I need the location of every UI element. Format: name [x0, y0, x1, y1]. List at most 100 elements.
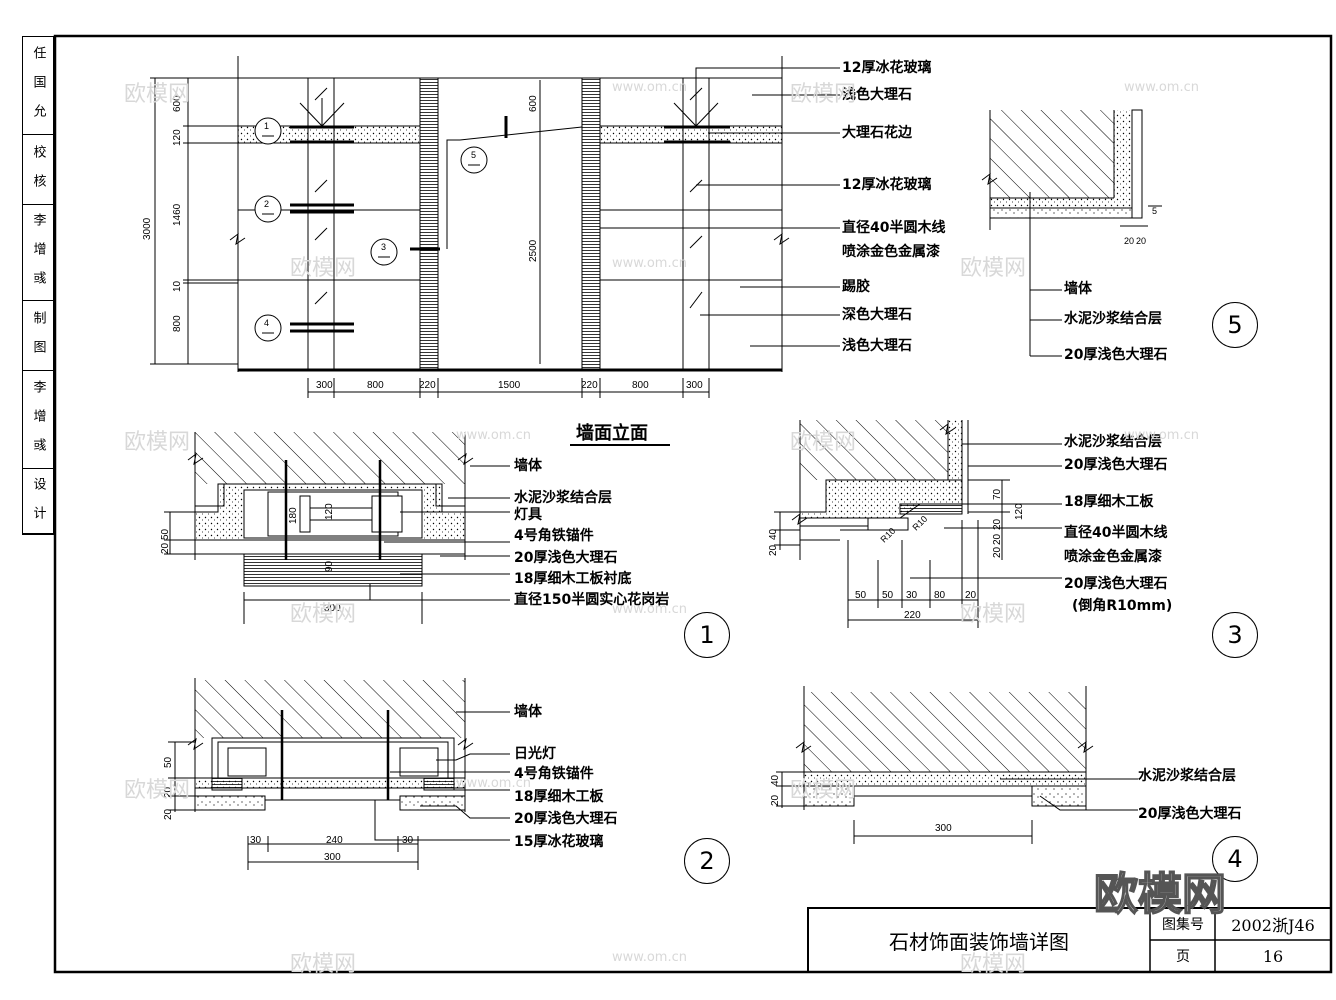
elev-label-3: 12厚冰花玻璃: [842, 177, 932, 193]
dim-bottom-6: 300: [686, 380, 703, 391]
d3-dim-right-2: 20: [992, 518, 1003, 530]
d3-dim-left-0: 40: [768, 528, 779, 540]
watermark-url: www.om.cn: [1124, 428, 1199, 443]
watermark-logo: 欧模网: [960, 256, 1027, 281]
d1-label-0: 墙体: [514, 458, 542, 474]
d1-dim-inner-1: 120: [324, 503, 335, 520]
d1-dim-inner-2: 90: [324, 560, 335, 572]
d5-label-0: 墙体: [1064, 281, 1092, 297]
d1-label-4: 20厚浅色大理石: [514, 550, 618, 566]
sign-cell-drawer: 李 增 彧: [22, 204, 54, 301]
callout-2: 2: [264, 199, 270, 209]
detail-1: [164, 432, 510, 624]
drawing-title: 石材饰面装饰墙详图: [889, 929, 1069, 954]
title-block-lines: [807, 907, 1332, 973]
d3-label-2: 18厚细木工板: [1064, 494, 1154, 510]
d1-dim-bottom: 300: [324, 603, 341, 614]
d3-label-3: 直径40半圆木线: [1064, 525, 1168, 541]
d2-label-2: 4号角铁锚件: [514, 766, 594, 782]
watermark-url: www.om.cn: [456, 428, 531, 443]
d3-label-0: 水泥沙浆结合层: [1064, 434, 1162, 450]
d1-dim-left-0: 50: [160, 528, 171, 540]
watermark-url: www.om.cn: [612, 256, 687, 271]
d1-dim-inner-0: 180: [288, 507, 299, 524]
dim-height-2: 1460: [172, 203, 183, 226]
dim-bottom-1: 800: [367, 380, 384, 391]
elev-label-8: 浅色大理石: [842, 338, 912, 354]
callout-5: 5: [471, 150, 477, 160]
detail-3: [774, 420, 1062, 628]
d3-label-5: 20厚浅色大理石: [1064, 576, 1168, 592]
d2-label-1: 日光灯: [514, 746, 556, 762]
sheet-border: [53, 34, 1333, 974]
dim-height-1: 120: [172, 129, 183, 146]
atlas-number: 2002浙J46: [1231, 916, 1315, 935]
d5-label-1: 水泥沙浆结合层: [1064, 311, 1162, 327]
elev-label-1: 浅色大理石: [842, 87, 912, 103]
dim-middle-top: 600: [528, 95, 539, 112]
watermark-logo-large: 欧模网: [1093, 868, 1227, 921]
elev-label-4: 直径40半圆木线: [842, 220, 946, 236]
callout-4: 4: [264, 318, 270, 328]
watermark-url: www.om.cn: [612, 950, 687, 965]
d4-dim-bottom: 300: [935, 823, 952, 834]
detail-1-number: 1: [684, 612, 730, 658]
d5-dim-0: 20: [1124, 236, 1135, 246]
callout-1: 1: [264, 121, 270, 131]
elev-label-7: 深色大理石: [842, 307, 912, 323]
atlas-label: 图集号: [1162, 917, 1204, 933]
detail-3-number: 3: [1212, 612, 1258, 658]
watermark-logo: 欧模网: [960, 602, 1027, 627]
elev-label-2: 大理石花边: [842, 125, 912, 141]
d3-label-1: 20厚浅色大理石: [1064, 457, 1168, 473]
elev-label-5: 喷涂金色金属漆: [842, 244, 940, 260]
d2-label-5: 15厚冰花玻璃: [514, 834, 604, 850]
detail-5-number: 5: [1212, 302, 1258, 348]
d3-dim-bottom-0: 50: [855, 590, 867, 601]
d2-dim-bottom-0: 30: [250, 835, 262, 846]
d2-dim-left-0: 50: [163, 756, 174, 768]
d3-dim-left-1: 20: [768, 544, 779, 556]
dim-middle-height: 2500: [528, 239, 539, 262]
dim-total-height: 3000: [142, 217, 153, 240]
detail-5: [981, 109, 1162, 357]
watermark-logo: 欧模网: [960, 952, 1027, 977]
watermark-logo: 欧模网: [290, 602, 357, 627]
d3-dim-bottom-3: 80: [934, 590, 946, 601]
d2-dim-bottom-2: 30: [402, 835, 414, 846]
sign-cell-draw: 制 图: [22, 300, 54, 371]
dim-bottom-2: 220: [419, 380, 436, 391]
d2-dim-total: 300: [324, 852, 341, 863]
d1-dim-left-1: 20: [160, 542, 171, 554]
dim-height-4: 800: [172, 315, 183, 332]
d1-label-6: 直径150半圆实心花岗岩: [514, 592, 670, 608]
callout-3: 3: [381, 242, 387, 252]
dim-bottom-3: 1500: [498, 380, 521, 391]
d3-label-4: 喷涂金色金属漆: [1064, 549, 1162, 565]
dim-bottom-5: 800: [632, 380, 649, 391]
elev-label-0: 12厚冰花玻璃: [842, 60, 932, 76]
d3-dim-right-4: 20: [992, 546, 1003, 558]
watermark-logo: 欧模网: [290, 256, 357, 281]
detail-4-number: 4: [1212, 836, 1258, 882]
page-label: 页: [1176, 949, 1190, 965]
watermark-logo: 欧模网: [790, 82, 857, 107]
dim-bottom-0: 300: [316, 380, 333, 391]
d2-dim-left-2: 20: [163, 808, 174, 820]
d3-dim-total: 220: [904, 610, 921, 621]
signature-strip: [22, 36, 54, 534]
watermark-url: www.om.cn: [612, 80, 687, 95]
sign-cell-checker: 任 国 允: [22, 36, 54, 135]
page-number: 16: [1262, 946, 1284, 966]
d1-label-3: 4号角铁锚件: [514, 528, 594, 544]
d2-label-4: 20厚浅色大理石: [514, 811, 618, 827]
d3-dim-bottom-2: 30: [906, 590, 918, 601]
watermark-url: www.om.cn: [1124, 80, 1199, 95]
dim-bottom-4: 220: [581, 380, 598, 391]
d2-label-0: 墙体: [514, 704, 542, 720]
d3-dim-bottom-1: 50: [882, 590, 894, 601]
d1-label-1: 水泥沙浆结合层: [514, 490, 612, 506]
d3-label-6: (倒角R10mm): [1072, 598, 1173, 614]
detail-4: [776, 686, 1138, 844]
